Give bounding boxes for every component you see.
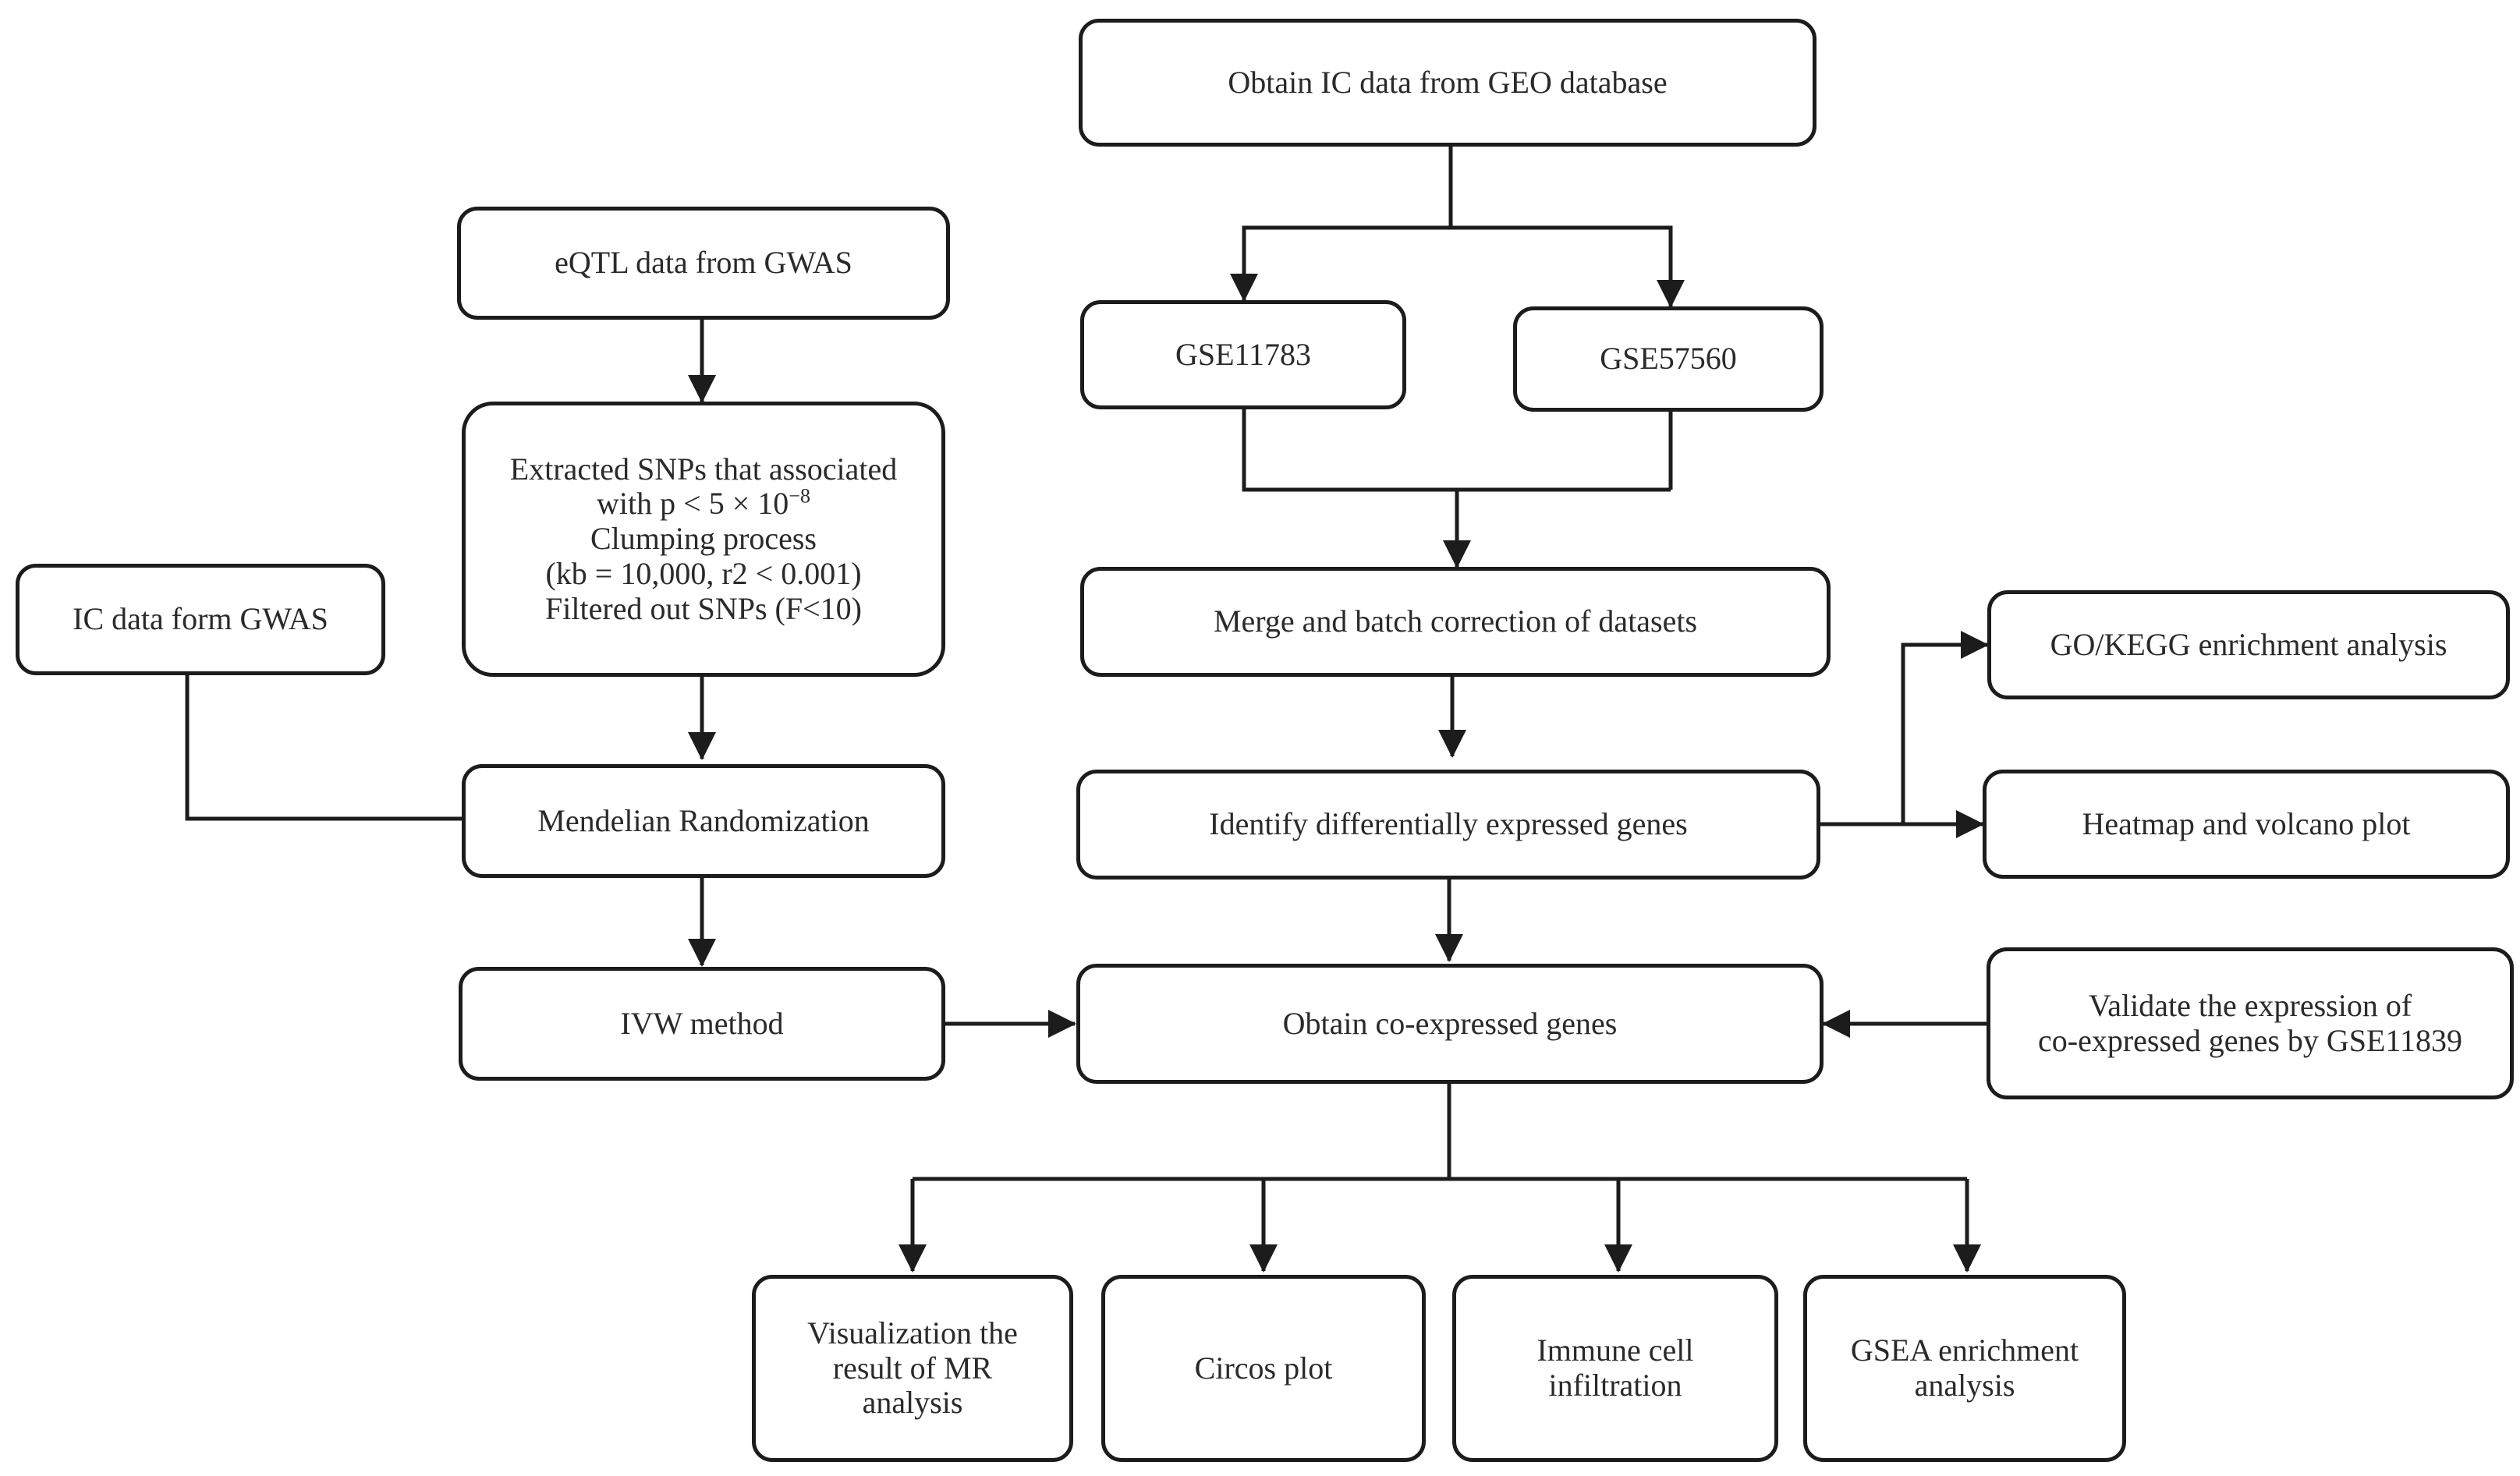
node-eqtl-gwas: eQTL data from GWAS [457,207,950,320]
node-geo-data: Obtain IC data from GEO database [1079,19,1816,147]
node-ivw-method: IVW method [459,967,945,1081]
node-circos-plot: Circos plot [1101,1275,1426,1462]
node-merge-batch-correction: Merge and batch correction of datasets [1080,567,1831,677]
node-gsea-analysis: GSEA enrichment analysis [1803,1275,2126,1462]
connector-geo-to-gse11783 [1230,225,1451,302]
node-validate-expression: Validate the expression of co-expressed … [1987,947,2514,1099]
node-visualization-mr: Visualization the result of MR analysis [752,1275,1073,1462]
node-extracted-snps: Extracted SNPs that associated with p < … [462,402,945,677]
connector-to-gokegg [1901,631,1989,824]
node-mendelian-randomization: Mendelian Randomization [462,764,945,878]
node-gse57560: GSE57560 [1513,306,1824,412]
node-gse11783: GSE11783 [1080,300,1406,409]
node-coexpressed-genes: Obtain co-expressed genes [1076,964,1824,1084]
node-ic-gwas: IC data form GWAS [16,564,385,675]
connector-gse11783-down [1242,409,1671,492]
snp-threshold-text: with p < 5 × 10 [597,486,789,522]
node-immune-infiltration: Immune cell infiltration [1452,1275,1778,1462]
node-gokegg-analysis: GO/KEGG enrichment analysis [1987,590,2510,699]
node-heatmap-volcano: Heatmap and volcano plot [1983,770,2510,879]
node-identify-deg: Identify differentially expressed genes [1076,770,1820,880]
snp-threshold-exponent: −8 [789,484,810,508]
connector-icgwas-to-mr [185,675,462,821]
connector-geo-to-gse57560 [1451,225,1685,308]
